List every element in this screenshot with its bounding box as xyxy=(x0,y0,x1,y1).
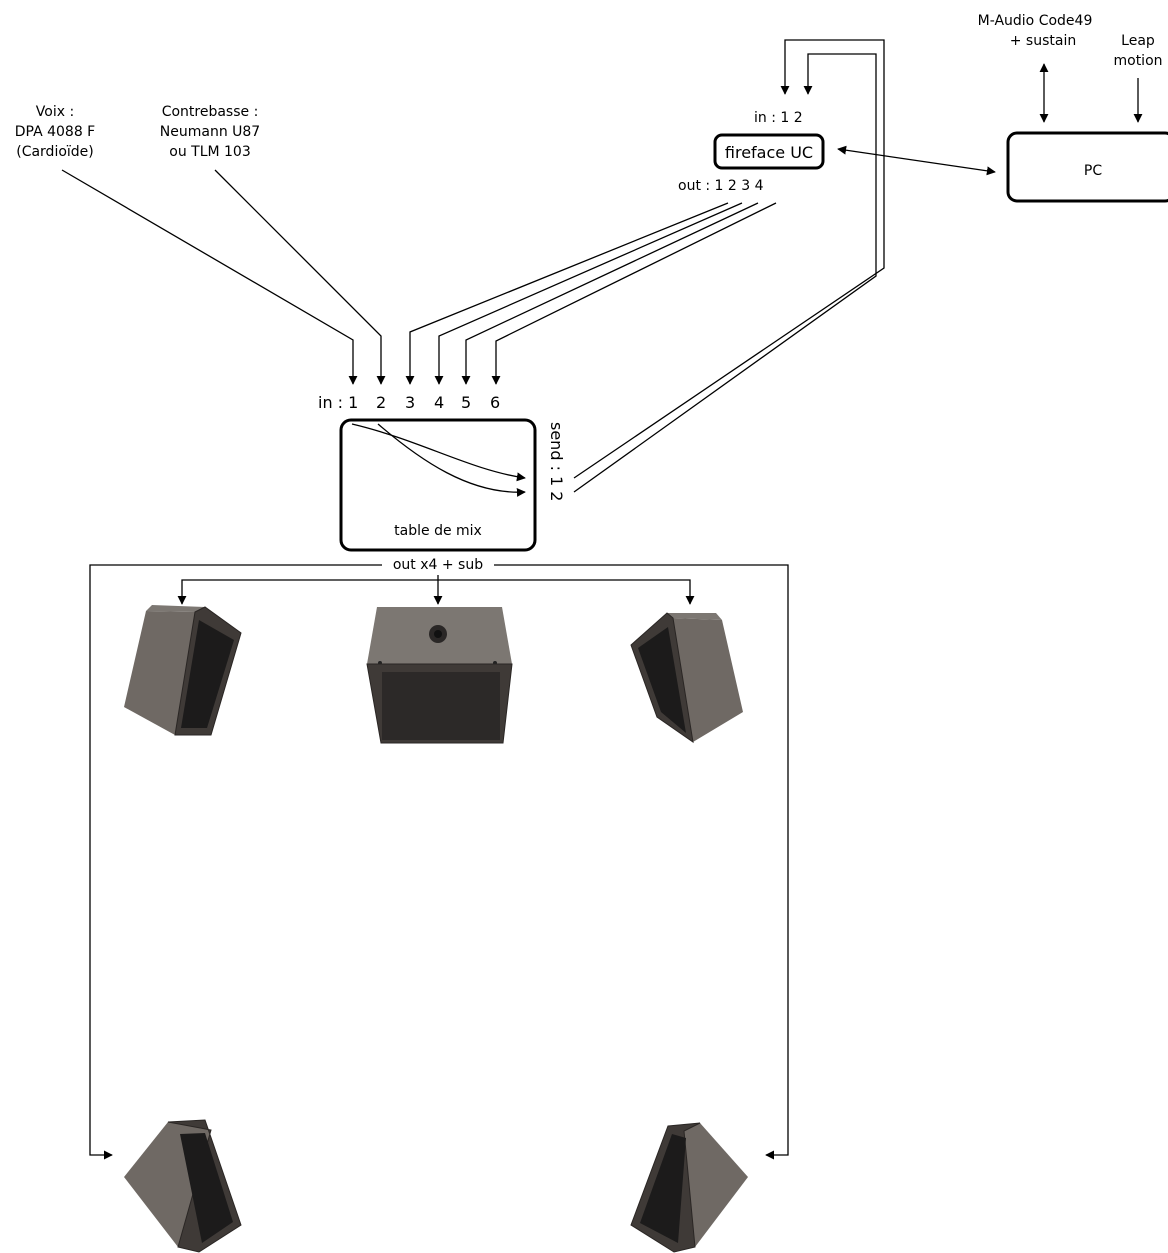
keyboard-label: M-Audio Code49 + sustain xyxy=(978,13,1093,49)
voice-to-in1 xyxy=(61,169,358,385)
mixer-send-label: send : 1 2 xyxy=(547,422,566,501)
voice-mic-label: Voix : DPA 4088 F (Cardioïde) xyxy=(15,104,96,160)
speaker-rear-right xyxy=(630,1122,748,1253)
mixer-in-6: 6 xyxy=(490,393,500,412)
subwoofer xyxy=(366,607,513,744)
interface-pc-link xyxy=(837,145,996,176)
mixer-in-3: 3 xyxy=(405,393,415,412)
speaker-front-left xyxy=(124,605,242,736)
bass-mic-label: Contrebasse : Neumann U87 ou TLM 103 xyxy=(160,104,260,160)
mixer-in-2: 2 xyxy=(376,393,386,412)
out3-to-in5 xyxy=(461,202,759,385)
leap-line-1: Leap xyxy=(1121,33,1155,49)
keyboard-line-1: M-Audio Code49 xyxy=(978,13,1093,29)
bass-line-1: Contrebasse : xyxy=(162,104,259,120)
interface-label: fireface UC xyxy=(725,143,813,162)
speaker-front-right xyxy=(630,612,743,744)
pc-label: PC xyxy=(1084,163,1102,179)
speaker-rear-left xyxy=(124,1119,242,1253)
send2-to-interface-in2 xyxy=(573,53,877,493)
voice-line-2: DPA 4088 F xyxy=(15,124,96,140)
mixer-in-4: 4 xyxy=(434,393,444,412)
out2-to-in4 xyxy=(434,202,743,385)
keyboard-line-2: + sustain xyxy=(1010,33,1076,49)
out4-to-in6 xyxy=(491,202,777,385)
mixer-in-5: 5 xyxy=(461,393,471,412)
out1-to-in3 xyxy=(405,202,729,385)
mixer-box xyxy=(339,418,537,552)
out-bus-rear-right xyxy=(494,564,789,1160)
mixer-in-label: in : 1 xyxy=(318,393,358,412)
mixer-label: table de mix xyxy=(394,523,482,539)
mixer-route-1 xyxy=(351,423,526,482)
mixer-out-label: out x4 + sub xyxy=(393,557,483,573)
bass-line-3: ou TLM 103 xyxy=(169,144,251,160)
voice-line-1: Voix : xyxy=(36,104,74,120)
interface-out-label: out : 1 2 3 4 xyxy=(678,178,764,194)
out-bus-front xyxy=(177,579,695,605)
bass-line-2: Neumann U87 xyxy=(160,124,260,140)
leap-line-2: motion xyxy=(1113,53,1162,69)
interface-in-label: in : 1 2 xyxy=(754,110,803,126)
interface-box xyxy=(713,133,825,170)
leap-motion-label: Leap motion xyxy=(1113,33,1162,69)
mixer-route-2 xyxy=(377,423,526,497)
voice-line-3: (Cardioïde) xyxy=(16,144,94,160)
pc-box xyxy=(1006,131,1168,203)
send1-to-interface-in1 xyxy=(573,39,885,479)
bass-to-in2 xyxy=(214,169,386,385)
out-bus-rear-left xyxy=(89,564,382,1160)
